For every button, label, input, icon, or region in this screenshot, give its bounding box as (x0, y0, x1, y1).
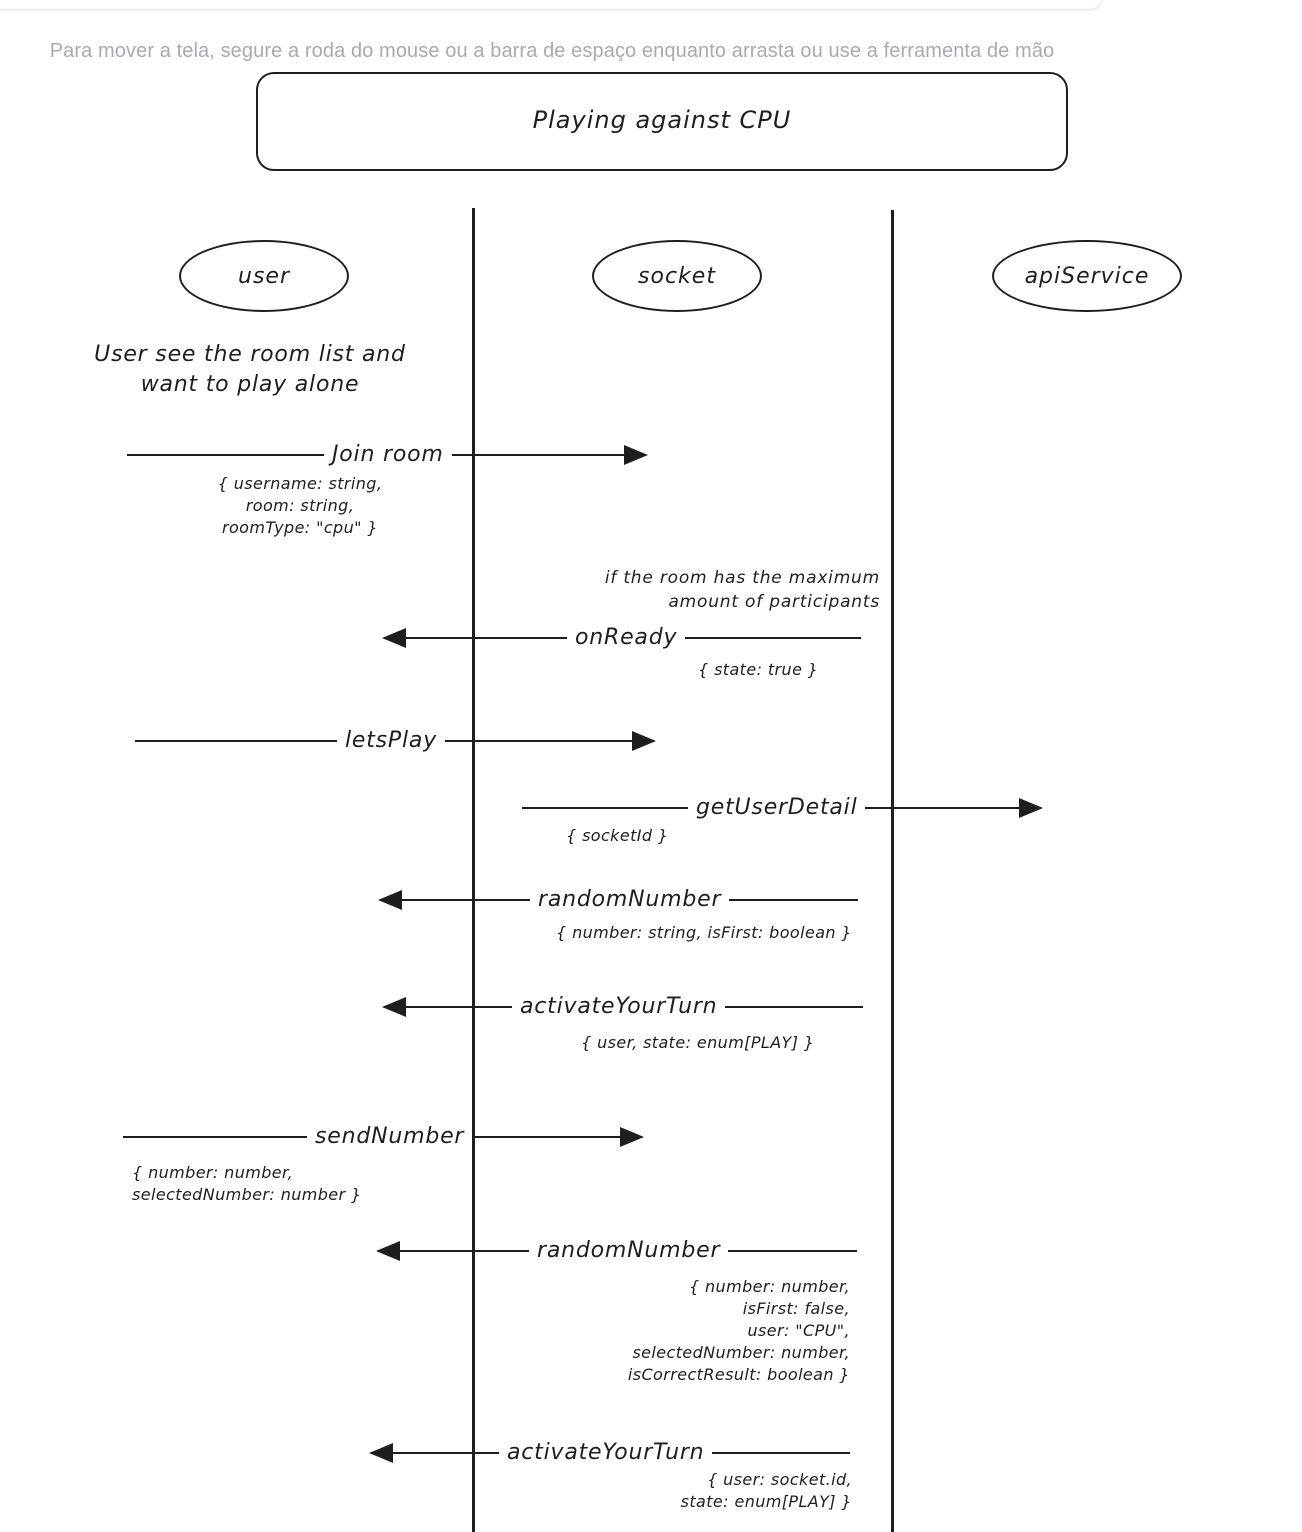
message-payload: { number: number, isFirst: false, user: … (627, 1277, 850, 1384)
message-label: randomNumber (530, 885, 730, 915)
condition-note: if the room has the maximum amount of pa… (604, 568, 880, 612)
diagram-title: Playing against CPU (532, 106, 792, 134)
intro-note: User see the room list and want to play … (94, 342, 406, 397)
lifeline-user-socket[interactable] (472, 208, 475, 1532)
actor-socket[interactable]: socket (592, 240, 762, 312)
message-label: activateYourTurn (512, 992, 726, 1022)
message-label: activateYourTurn (499, 1438, 713, 1468)
message-label: getUserDetail (688, 793, 866, 823)
message-label: sendNumber (307, 1122, 473, 1152)
message-label: onReady (567, 623, 686, 653)
message-payload: { username: string, room: string, roomTy… (217, 474, 383, 537)
actor-apiservice[interactable]: apiService (992, 240, 1182, 312)
message-payload: { user, state: enum[PLAY] } (581, 1033, 815, 1052)
actor-apiservice-label: apiService (1024, 263, 1150, 289)
message-payload: { state: true } (698, 660, 819, 679)
message-payload: { number: string, isFirst: boolean } (556, 923, 853, 942)
message-label: randomNumber (529, 1236, 729, 1266)
lifeline-socket-api[interactable] (891, 210, 894, 1532)
actor-socket-label: socket (638, 263, 716, 289)
message-label: letsPlay (337, 726, 446, 756)
message-label: Join room (324, 440, 452, 470)
actor-user-label: user (238, 263, 290, 289)
actor-user[interactable]: user (179, 240, 349, 312)
message-payload: { number: number, selectedNumber: number… (132, 1163, 362, 1204)
diagram-title-box[interactable]: Playing against CPU (256, 72, 1068, 171)
message-payload: { socketId } (566, 826, 669, 845)
toolbar-edge (0, 0, 1102, 10)
canvas-hint-text: Para mover a tela, segure a roda do mous… (49, 40, 1055, 62)
message-payload: { user: socket.id, state: enum[PLAY] } (680, 1470, 852, 1511)
